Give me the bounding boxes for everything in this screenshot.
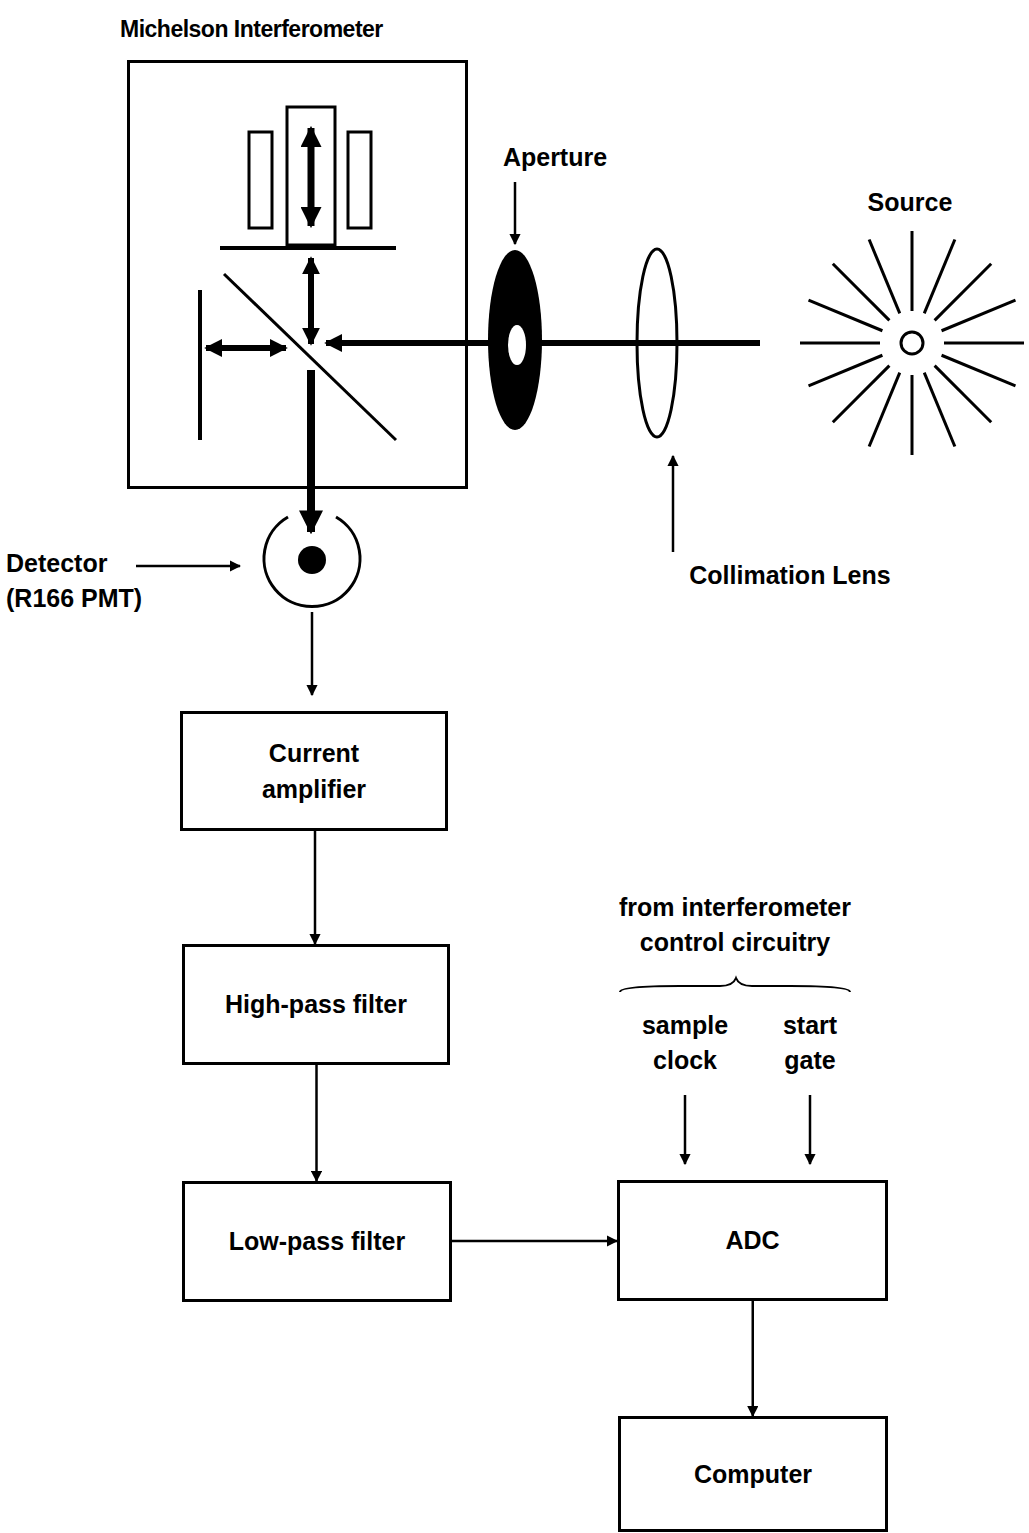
box-label: Computer [653,1456,853,1492]
signal-arrow [809,1095,812,1164]
bracket [620,978,850,992]
light-ray [942,300,1016,331]
source-rays [800,231,1024,455]
moving-mirror [220,246,396,250]
part-label: sample clock [625,1008,745,1078]
light-ray [833,264,890,321]
part-label: Collimation Lens [650,558,930,593]
signal-arrow [684,1095,687,1164]
process-box: Computer [618,1416,888,1532]
guide-rail [249,132,272,228]
input-beam [326,340,760,346]
diagram-heading: Michelson Interferometer [120,13,383,46]
fixed-mirror [198,290,202,440]
mirror-carriage [287,107,335,245]
light-ray [935,366,992,423]
signal-connector [752,1301,755,1416]
process-box: ADC [617,1180,888,1301]
guide-rail [348,132,371,228]
light-ray [911,375,914,455]
part-label: start gate [760,1008,860,1078]
leader-arrow [514,182,517,244]
part-label: Source [830,185,990,220]
signal-connector [314,831,317,944]
light-ray [924,373,955,447]
source-lamp [901,332,923,354]
leader-arrow [672,456,675,552]
part-label: Detector (R166 PMT) [6,546,164,616]
part-label: Aperture [470,140,640,175]
detector-symbol [264,517,360,607]
beam-path [308,258,314,344]
light-ray [924,240,955,314]
box-label: Low-pass filter [217,1223,417,1259]
light-ray [911,231,914,311]
box-label: High-pass filter [216,986,416,1022]
box-label: Current amplifier [214,735,414,808]
light-ray [869,240,900,314]
signal-connector [452,1240,617,1243]
light-ray [944,342,1024,345]
aperture-disc [488,250,542,430]
output-beam [307,370,315,532]
signal-arrow [311,612,314,695]
process-box: High-pass filter [182,944,450,1065]
interferometer-housing: Michelson Interferometer [127,60,468,489]
process-box: Current amplifier [180,711,448,831]
light-ray [809,300,883,331]
light-ray [869,373,900,447]
process-box: Low-pass filter [182,1181,452,1302]
collimation-lens [637,249,677,437]
light-ray [800,342,880,345]
beam-path [206,345,286,351]
light-ray [833,366,890,423]
aperture-hole [508,325,526,365]
signal-connector [315,1065,318,1181]
detector-symbol [298,546,326,574]
box-label: ADC [653,1222,853,1258]
light-ray [935,264,992,321]
light-ray [942,355,1016,386]
light-ray [809,355,883,386]
part-label: from interferometer control circuitry [590,890,880,960]
leader-arrow [136,565,240,568]
scan-arrow [308,128,315,226]
